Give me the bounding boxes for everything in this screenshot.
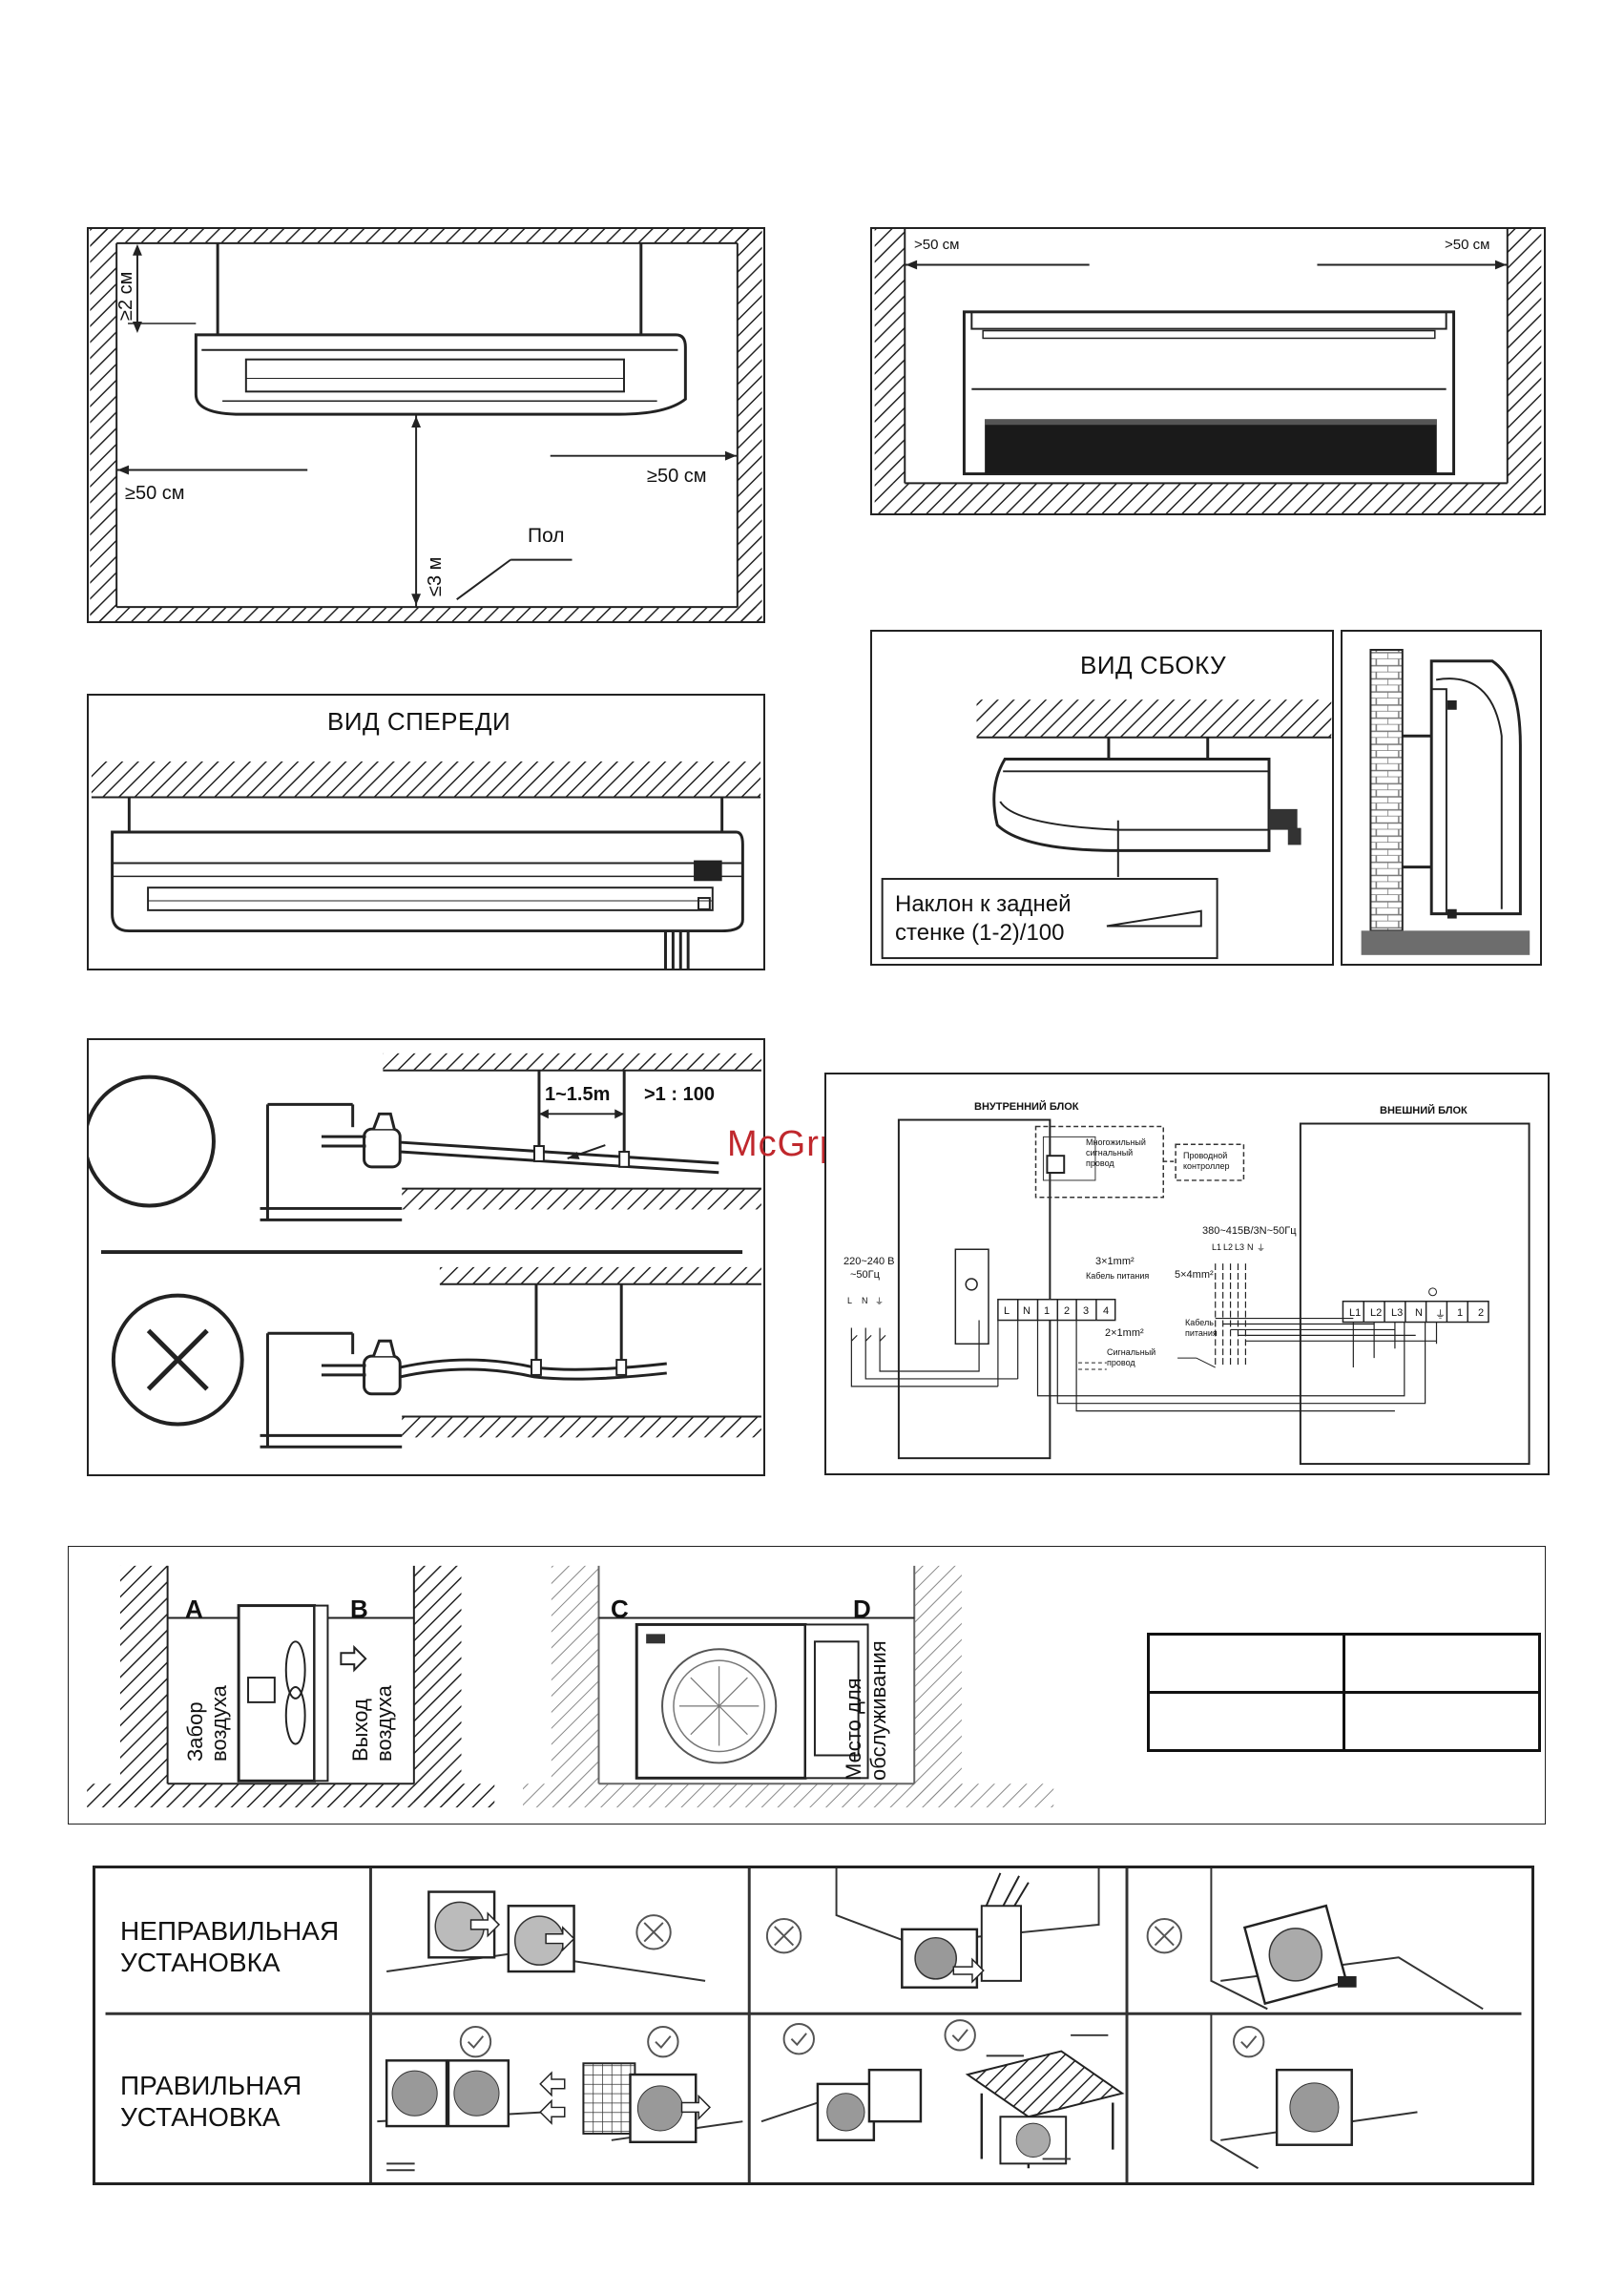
outdoor-terminal-N: N (1415, 1307, 1423, 1319)
right-install-line2: УСТАНОВКА (120, 2102, 281, 2132)
signal-cable-gauge: 2×1mm² (1105, 1327, 1144, 1339)
front-view-title: ВИД СПЕРЕДИ (327, 707, 511, 736)
support-spacing-label: 1~1.5m (545, 1084, 611, 1105)
indoor-terminal-3: 3 (1083, 1305, 1090, 1317)
outdoor-terminal-L2: L2 (1370, 1307, 1383, 1319)
pipe-slope-drawing (89, 1053, 761, 1449)
outdoor-power-cable-line1: Кабель (1185, 1318, 1214, 1327)
indoor-terminal-N: N (1023, 1305, 1031, 1317)
slope-note-line2: стенке (1-2)/100 (895, 920, 1065, 946)
right-clearance-label: >50 см (1445, 237, 1490, 253)
installation-grid-drawing (105, 1868, 1522, 2182)
outdoor-supply-mark-ground: ⏚ (1257, 1243, 1266, 1253)
indoor-terminal-1: 1 (1044, 1305, 1051, 1317)
clearance-diagram-panel: ≥2 см ≥50 см ≥50 см ≤3 м Пол (87, 227, 765, 623)
left-clearance-label: >50 см (914, 237, 960, 253)
indoor-supply-mark-ground: ⏚ (875, 1297, 885, 1306)
label-B: B (350, 1595, 368, 1623)
air-exhaust-line2: воздуха (372, 1685, 396, 1762)
side-clearance-drawing (874, 229, 1542, 513)
side-view-title: ВИД СБОКУ (1080, 651, 1227, 679)
outdoor-supply-spec: 380~415В/3N~50Гц (1202, 1225, 1297, 1237)
service-space-line2: обслуживания (866, 1640, 890, 1781)
indoor-supply-mark-N: N (862, 1296, 868, 1305)
air-intake-line2: воздуха (207, 1685, 231, 1762)
outdoor-unit-label: ВНЕШНИЙ БЛОК (1380, 1105, 1468, 1116)
label-A: A (185, 1595, 203, 1623)
table-row (1147, 1633, 1541, 1694)
power-cable-label: Кабель питания (1086, 1271, 1150, 1281)
table-cell (1147, 1633, 1345, 1694)
wired-controller-line1: Проводной (1183, 1151, 1228, 1160)
slope-ratio-label: >1 : 100 (644, 1084, 715, 1105)
outdoor-terminal-ground: ⏚ (1435, 1309, 1446, 1321)
indoor-terminal-2: 2 (1064, 1305, 1071, 1317)
wrong-install-line2: УСТАНОВКА (120, 1948, 281, 1977)
side-clearance-panel: >50 см >50 см (870, 227, 1546, 515)
outdoor-supply-mark-L2: L2 (1223, 1242, 1234, 1252)
outdoor-supply-mark-N: N (1247, 1242, 1254, 1252)
table-row (1147, 1691, 1541, 1752)
indoor-supply-mark-L: L (847, 1296, 853, 1305)
service-space-line1: Место для (842, 1678, 865, 1781)
multicore-signal-line3: провод (1086, 1158, 1114, 1168)
right-clearance-label: ≥50 см (647, 466, 707, 487)
wall-mount-drawing (1361, 649, 1530, 955)
multicore-signal-line1: Многожильный (1086, 1137, 1146, 1147)
outdoor-terminal-1: 1 (1457, 1307, 1464, 1319)
multicore-signal-line2: сигнальный (1086, 1148, 1134, 1157)
label-D: D (853, 1595, 871, 1623)
pipe-slope-panel: 1~1.5m >1 : 100 (87, 1038, 765, 1476)
table-cell (1343, 1691, 1541, 1752)
clearance-table (1147, 1633, 1541, 1752)
top-clearance-label: ≥2 см (115, 271, 136, 321)
indoor-terminal-4: 4 (1103, 1305, 1110, 1317)
installation-grid-panel: НЕПРАВИЛЬНАЯ УСТАНОВКА ПРАВИЛЬНАЯ УСТАНО… (93, 1866, 1534, 2185)
side-view-drawing (881, 699, 1332, 960)
label-C: C (611, 1595, 629, 1623)
wired-controller-line2: контроллер (1183, 1161, 1230, 1171)
outdoor-clearance-panel: A B C D Забор воздуха Выход воздуха Мест… (68, 1546, 1546, 1825)
slope-note-line1: Наклон к задней (895, 891, 1072, 917)
power-cable-gauge: 3×1mm² (1095, 1256, 1135, 1267)
outdoor-terminal-L3: L3 (1391, 1307, 1404, 1319)
indoor-supply-frequency: ~50Гц (850, 1269, 880, 1281)
wiring-drawing (850, 1118, 1530, 1466)
right-install-line1: ПРАВИЛЬНАЯ (120, 2071, 302, 2100)
clearance-drawing (90, 229, 762, 621)
wiring-diagram-panel: ВНУТРЕННИЙ БЛОК ВНЕШНИЙ БЛОК Многожильны… (824, 1073, 1550, 1475)
outdoor-supply-mark-L1: L1 (1212, 1242, 1222, 1252)
indoor-supply-voltage: 220~240 В (843, 1256, 895, 1267)
front-view-drawing (91, 761, 761, 969)
height-label: ≤3 м (425, 556, 446, 596)
outdoor-cable-gauge: 5×4mm² (1175, 1269, 1214, 1281)
side-view-panel: ВИД СБОКУ Наклон к задней стенке (1-2)/1… (870, 630, 1334, 966)
air-exhaust-line1: Выход (348, 1699, 372, 1762)
indoor-unit-label: ВНУТРЕННИЙ БЛОК (974, 1101, 1079, 1113)
outdoor-clearance-drawing (87, 1565, 1054, 1808)
indoor-terminal-L: L (1004, 1305, 1010, 1317)
wrong-install-line1: НЕПРАВИЛЬНАЯ (120, 1916, 340, 1946)
floor-label: Пол (528, 525, 565, 547)
outdoor-power-cable-line2: питания (1185, 1328, 1218, 1338)
table-cell (1343, 1633, 1541, 1694)
table-cell (1147, 1691, 1345, 1752)
wall-mount-panel (1341, 630, 1542, 966)
outdoor-terminal-L1: L1 (1349, 1307, 1362, 1319)
air-intake-line1: Забор (183, 1701, 207, 1762)
signal-wire-line2: провод (1107, 1358, 1135, 1367)
outdoor-supply-mark-L3: L3 (1235, 1242, 1245, 1252)
outdoor-terminal-2: 2 (1478, 1307, 1485, 1319)
signal-wire-line1: Сигнальный (1107, 1347, 1156, 1357)
front-view-panel: ВИД СПЕРЕДИ (87, 694, 765, 970)
left-clearance-label: ≥50 см (125, 483, 185, 504)
